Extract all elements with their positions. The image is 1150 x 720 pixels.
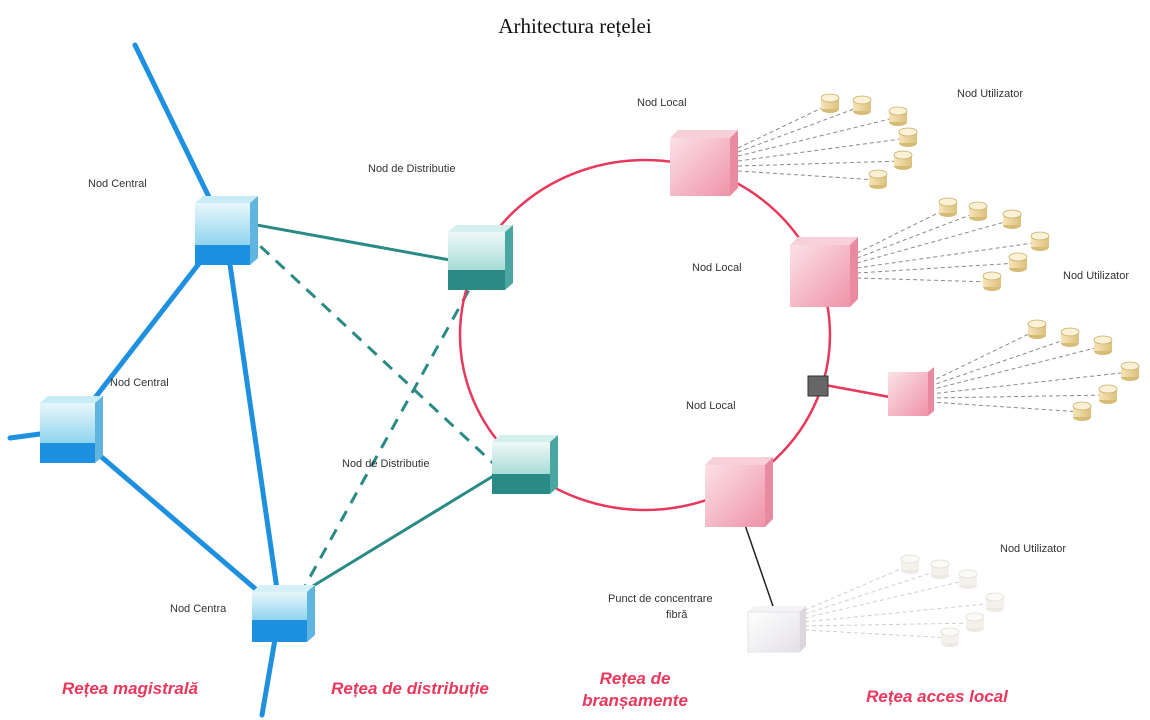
- splice-box: [807, 375, 829, 397]
- central-node: [195, 196, 258, 265]
- local-node: [705, 457, 773, 527]
- distribution-node: [448, 225, 513, 290]
- user-device-icon: [893, 150, 913, 170]
- user-device-icon: [938, 197, 958, 217]
- user-device-icon: [1098, 384, 1118, 404]
- label-nod-central: Nod Central: [88, 178, 147, 190]
- section-retea-acces-local: Rețea acces local: [866, 687, 1008, 706]
- distribution-link: [239, 220, 451, 262]
- user-device-icon: [868, 169, 888, 189]
- user-device-icon: [1027, 319, 1047, 339]
- label-nod-utilizator: Nod Utilizator: [957, 88, 1024, 100]
- user-device-icon: [1008, 252, 1028, 272]
- user-device-icon: [898, 127, 918, 147]
- user-device-icon: [1093, 335, 1113, 355]
- ring-spur-link: [824, 383, 896, 400]
- local-node-small: [888, 367, 934, 416]
- central-node: [252, 585, 315, 642]
- fiber-link: [744, 524, 776, 613]
- user-device-icon: [968, 201, 988, 221]
- label-punct-concentrare-fibra: fibră: [666, 609, 688, 621]
- distribution-link: [289, 473, 496, 602]
- label-nod-utilizator: Nod Utilizator: [1063, 270, 1130, 282]
- label-nod-local: Nod Local: [692, 262, 742, 274]
- user-devices: [820, 93, 1140, 647]
- user-device-icon: [1030, 231, 1050, 251]
- section-retea-bransamente-line1: Rețea de: [599, 669, 671, 688]
- local-node: [670, 130, 738, 196]
- bransament-ring: [458, 158, 832, 512]
- user-device-icon: [982, 271, 1002, 291]
- section-retea-distributie: Rețea de distribuție: [331, 679, 489, 698]
- user-fanout-lines-faint: [804, 564, 996, 639]
- distribution-link-dashed: [298, 269, 482, 596]
- label-nod-local: Nod Local: [686, 400, 736, 412]
- distribution-links: [239, 220, 497, 602]
- user-device-icon: [820, 93, 840, 113]
- user-device-icon: [958, 569, 978, 589]
- user-device-icon: [1120, 361, 1140, 381]
- user-device-icon: [1072, 401, 1092, 421]
- backbone-link: [222, 227, 283, 613]
- user-device-icon: [1002, 209, 1022, 229]
- section-retea-bransamente: Rețea de branșamente: [560, 668, 710, 712]
- distribution-node: [492, 435, 558, 494]
- label-nod-distributie: Nod de Distributie: [342, 458, 430, 470]
- label-punct-concentrare: Punct de concentrare: [608, 593, 713, 605]
- fiber-concentration-point: [747, 606, 806, 653]
- user-fanout-lines: [737, 103, 1131, 413]
- user-device-icon: [900, 554, 920, 574]
- backbone-link: [67, 427, 283, 613]
- label-nod-utilizator: Nod Utilizator: [1000, 543, 1067, 555]
- user-device-icon: [852, 95, 872, 115]
- user-device-icon: [930, 559, 950, 579]
- user-device-icon: [940, 627, 960, 647]
- user-device-icon: [888, 106, 908, 126]
- page-title: Arhitectura rețelei: [498, 14, 652, 38]
- label-nod-local: Nod Local: [637, 97, 687, 109]
- label-nod-central: Nod Central: [110, 377, 169, 389]
- section-retea-bransamente-line2: branșamente: [582, 691, 688, 710]
- label-nod-distributie: Nod de Distributie: [368, 163, 456, 175]
- label-nod-central: Nod Centra: [170, 603, 227, 615]
- distribution-link-dashed: [243, 230, 497, 467]
- user-device-icon: [985, 592, 1005, 612]
- user-device-icon: [965, 612, 985, 632]
- user-device-icon: [1060, 327, 1080, 347]
- central-node: [40, 396, 103, 463]
- section-retea-magistrala: Rețea magistrală: [61, 679, 199, 698]
- local-node: [790, 237, 858, 307]
